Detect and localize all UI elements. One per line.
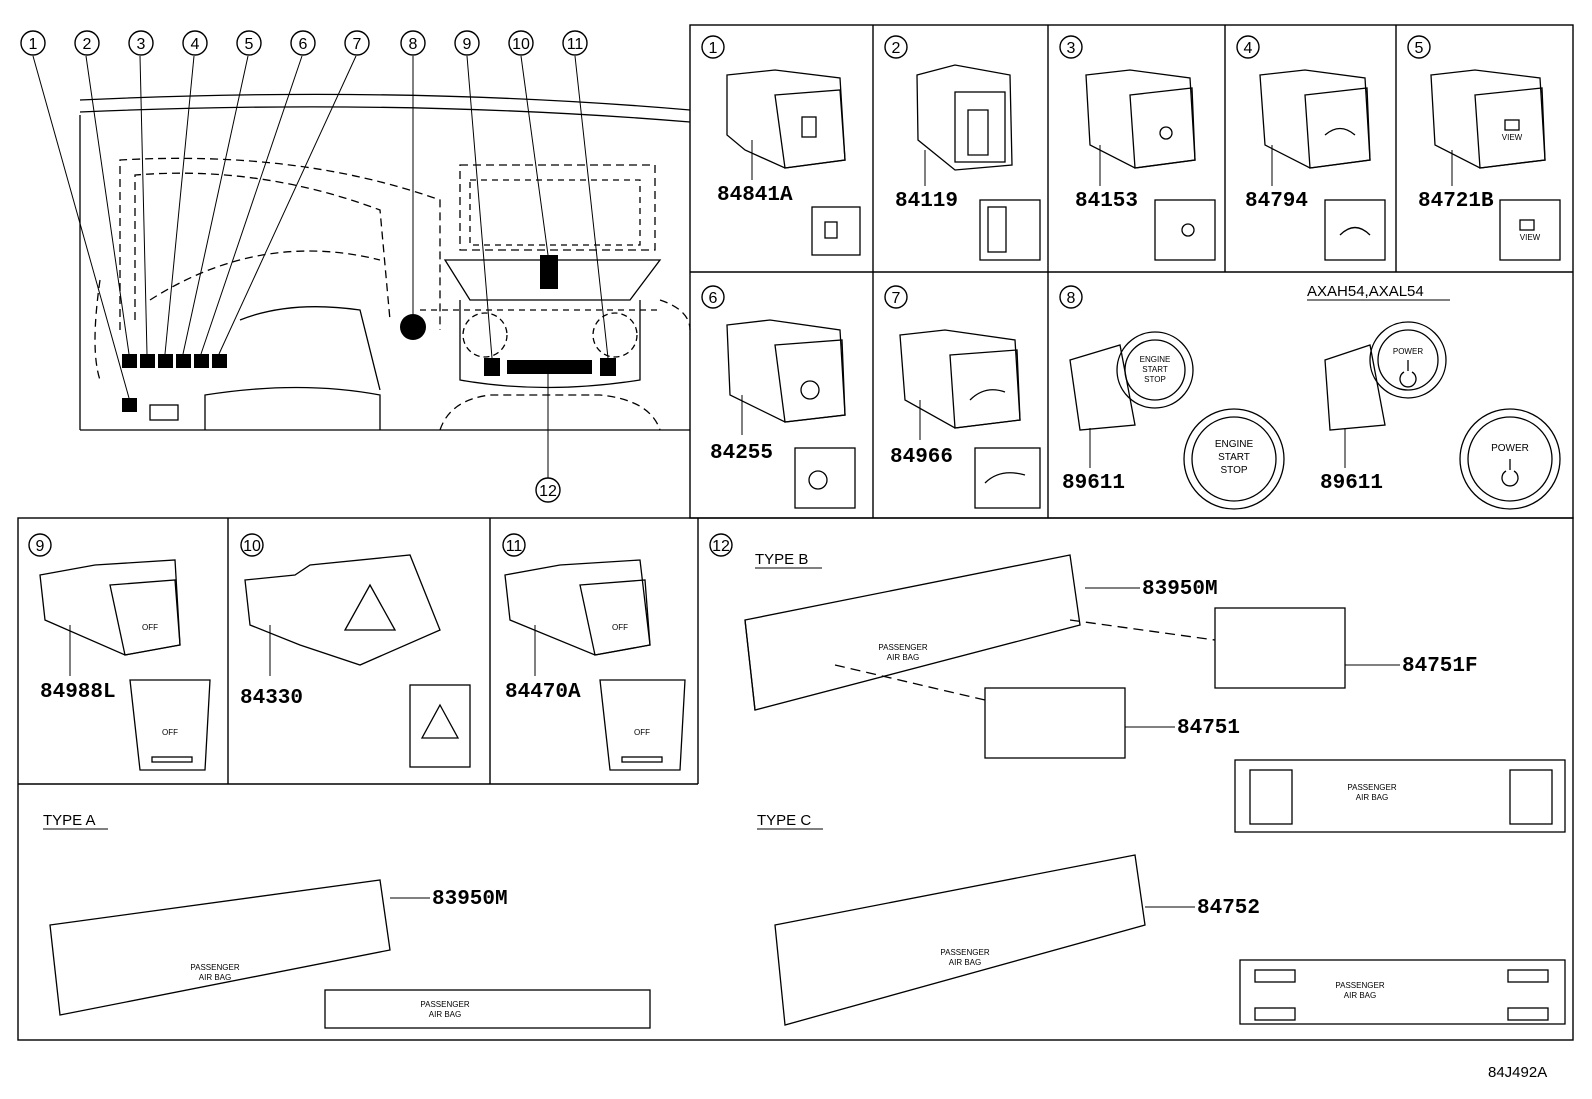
dashboard-overview <box>79 93 691 431</box>
panel-callout-8: 8 <box>1067 290 1076 307</box>
section-labels: AXAH54,AXAL54 TYPE B TYPE A TYPE C 84J49… <box>43 283 1547 1081</box>
section-label-underlines <box>43 299 1450 830</box>
airbag-text-a-icon: AIR BAG <box>429 1010 461 1019</box>
airbag-text-c: AIR BAG <box>949 958 981 967</box>
overview-callout-numbers: 1 2 3 4 5 6 7 8 9 10 11 12 <box>29 36 584 500</box>
part-numbers: 84841A 84119 84153 84794 84721B 84255 84… <box>40 184 1494 920</box>
power-text-large: POWER <box>1491 443 1529 454</box>
off-text-11-icon: OFF <box>634 728 650 737</box>
part-84966: 84966 <box>890 446 953 469</box>
panel-callout-10: 10 <box>243 538 261 555</box>
passenger-text-a: PASSENGER <box>190 963 239 972</box>
part-83950M-b: 83950M <box>1142 578 1218 601</box>
panel-callout-3: 3 <box>1067 40 1076 57</box>
panel-callout-5: 5 <box>1415 40 1424 57</box>
type-b-label: TYPE B <box>755 551 808 568</box>
part-89611-b: 89611 <box>1320 472 1383 495</box>
part-leader-lines <box>69 140 1453 908</box>
part-89611-a: 89611 <box>1062 472 1125 495</box>
start-text-small: START <box>1142 365 1168 374</box>
view-text-icon: VIEW <box>1520 233 1541 242</box>
callout-3: 3 <box>137 36 146 53</box>
passenger-text-b-icon: PASSENGER <box>1347 783 1396 792</box>
callout-2: 2 <box>83 36 92 53</box>
power-text-small: POWER <box>1393 347 1423 356</box>
panel-callout-4: 4 <box>1244 40 1253 57</box>
type-c-label: TYPE C <box>757 812 811 829</box>
airbag-text-b-icon: AIR BAG <box>1356 793 1388 802</box>
reference-code: 84J492A <box>1488 1064 1547 1081</box>
panel-callout-1: 1 <box>709 40 718 57</box>
callout-8: 8 <box>409 36 418 53</box>
off-text-9-switch: OFF <box>142 623 158 632</box>
view-text-switch: VIEW <box>1502 133 1523 142</box>
overview-callouts <box>20 30 588 503</box>
passenger-text-a-icon: PASSENGER <box>420 1000 469 1009</box>
part-84119: 84119 <box>895 190 958 213</box>
overview-switch-markers <box>122 255 616 412</box>
passenger-text-c: PASSENGER <box>940 948 989 957</box>
callout-5: 5 <box>245 36 254 53</box>
type-a-label: TYPE A <box>43 812 96 829</box>
callout-7: 7 <box>353 36 362 53</box>
switch-drawings-row3 <box>49 554 1566 1029</box>
passenger-text-c-icon: PASSENGER <box>1335 981 1384 990</box>
part-84794: 84794 <box>1245 190 1308 213</box>
stop-text-small: STOP <box>1144 375 1166 384</box>
off-text-11-switch: OFF <box>612 623 628 632</box>
part-84751: 84751 <box>1177 717 1240 740</box>
panel-callout-2: 2 <box>892 40 901 57</box>
start-text-large: START <box>1218 452 1250 463</box>
passenger-text-b: PASSENGER <box>878 643 927 652</box>
part-84752: 84752 <box>1197 897 1260 920</box>
panel-callouts <box>28 35 1431 557</box>
callout-10: 10 <box>512 36 530 53</box>
panel-callout-12: 12 <box>712 538 730 555</box>
part-84470A: 84470A <box>505 681 581 704</box>
panel-callout-7: 7 <box>892 290 901 307</box>
part-84330: 84330 <box>240 687 303 710</box>
part-84255: 84255 <box>710 442 773 465</box>
model-label: AXAH54,AXAL54 <box>1307 283 1424 300</box>
switch-drawings-top <box>726 64 1561 261</box>
airbag-text-b: AIR BAG <box>887 653 919 662</box>
overview-leader-lines <box>32 55 609 478</box>
switch-face-text: ENGINE START STOP ENGINE START STOP POWE… <box>142 133 1541 1019</box>
callout-1: 1 <box>29 36 38 53</box>
off-text-9-icon: OFF <box>162 728 178 737</box>
panel-callout-11: 11 <box>506 538 523 555</box>
airbag-text-a: AIR BAG <box>199 973 231 982</box>
part-84721B: 84721B <box>1418 190 1494 213</box>
part-84988L: 84988L <box>40 681 116 704</box>
engine-text-large: ENGINE <box>1215 439 1254 450</box>
part-84841A: 84841A <box>717 184 793 207</box>
callout-6: 6 <box>299 36 308 53</box>
part-84751F: 84751F <box>1402 655 1478 678</box>
engine-text-small: ENGINE <box>1140 355 1171 364</box>
callout-9: 9 <box>463 36 472 53</box>
panel-callout-9: 9 <box>36 538 45 555</box>
airbag-text-c-icon: AIR BAG <box>1344 991 1376 1000</box>
panel-callout-numbers: 1 2 3 4 5 6 7 8 9 10 11 12 <box>36 40 1424 555</box>
callout-12: 12 <box>539 483 557 500</box>
switch-drawings-mid <box>726 319 1561 510</box>
panel-grid <box>17 24 1574 1041</box>
callout-11: 11 <box>567 36 584 53</box>
panel-callout-6: 6 <box>709 290 718 307</box>
part-83950M-a: 83950M <box>432 888 508 911</box>
callout-4: 4 <box>191 36 200 53</box>
stop-text-large: STOP <box>1220 465 1247 476</box>
switch-drawings-row2 <box>39 554 686 771</box>
part-84153: 84153 <box>1075 190 1138 213</box>
